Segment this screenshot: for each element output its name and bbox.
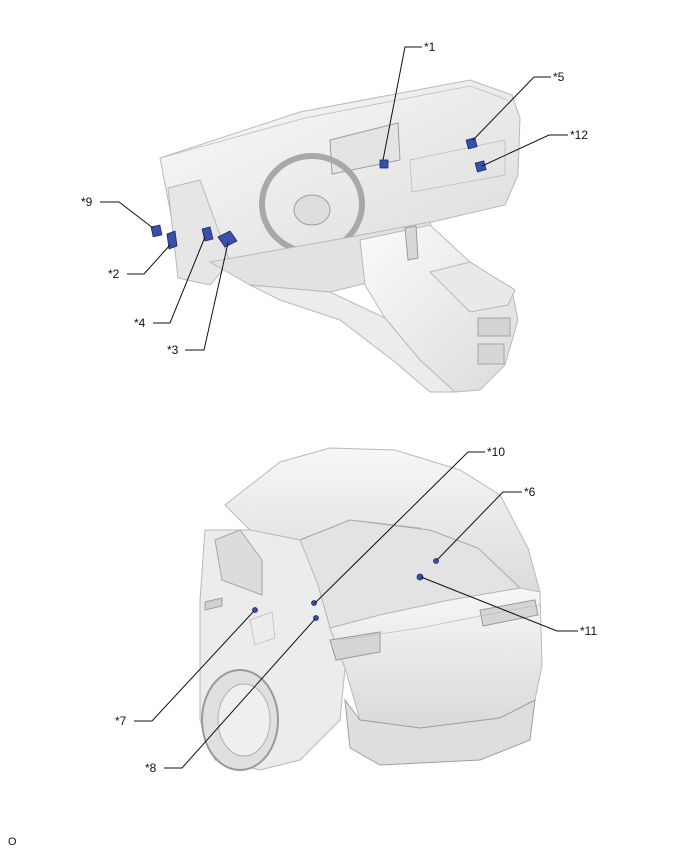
part-11 [416,573,424,581]
callout-2: *2 [108,267,120,281]
callout-labels: *1 *5 *12 *9 *2 *4 *3 *10 *6 *11 *7 *8 [81,40,597,775]
leader-12 [481,134,568,167]
leader-8 [164,618,316,769]
part-5 [465,137,478,150]
steering-hub [293,194,331,226]
leader-3 [185,242,229,351]
part-12 [474,160,487,173]
part-3 [217,230,238,248]
door-handle [204,597,223,611]
leader-6 [436,491,522,561]
leader-5 [472,76,551,141]
callout-5: *5 [553,70,565,84]
fuel-lid [249,611,276,646]
callout-8: *8 [145,761,157,775]
tail-light-right [479,599,539,627]
leader-7 [134,610,255,722]
hatch-garnish [339,604,541,641]
shift-lever [404,225,419,261]
callout-4: *4 [134,316,146,330]
dashboard-ridge [159,85,509,159]
leader-1 [382,46,422,161]
callout-3: *3 [167,343,179,357]
center-console [359,224,519,393]
side-window [214,529,263,596]
armrest [429,261,516,313]
callout-11: *11 [580,624,597,638]
leader-9 [100,201,154,229]
leader-11 [420,576,578,632]
floor-trim [249,284,457,393]
rear-wheel-rim [217,683,271,757]
figure-code: O [8,836,17,848]
part-10 [311,600,317,606]
callout-6: *6 [524,485,536,499]
callout-9: *9 [81,195,93,209]
rear-bumper [344,698,536,766]
part-1 [379,159,389,169]
tail-light-left [329,631,381,661]
left-side-panel [167,179,231,286]
part-2 [166,230,178,250]
leader-4 [153,236,206,324]
callout-12: *12 [570,128,588,142]
leader-2 [127,244,171,275]
callout-1: *1 [424,40,436,54]
instrument-panel-illustration [159,79,521,393]
leader-lines [100,46,578,769]
callout-7: *7 [115,714,127,728]
leader-10 [314,451,485,604]
console-rear-vent [477,317,511,337]
console-rear-panel [477,343,505,365]
part-9 [150,224,163,238]
callout-10: *10 [487,445,505,459]
rear-vehicle-illustration [199,447,543,771]
